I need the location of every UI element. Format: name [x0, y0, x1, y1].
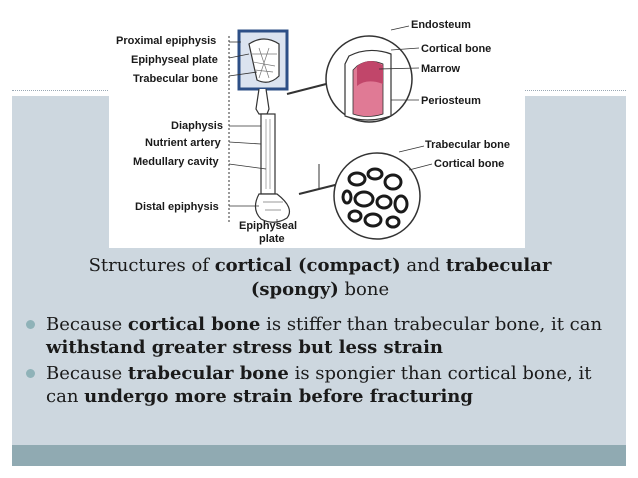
bullet-1-bold-2: withstand greater stress but less strain	[46, 337, 444, 358]
bone-structure-diagram: Proximal epiphysis Epiphyseal plate Trab…	[109, 14, 525, 248]
label-diaphysis: Diaphysis	[171, 120, 223, 132]
bullet-item-trabecular: Because trabecular bone is spongier than…	[26, 362, 626, 408]
leader-cortical-top	[390, 47, 420, 51]
leader-trabecular-right	[398, 145, 425, 153]
long-bone-illustration	[228, 29, 340, 226]
leader-medullary	[228, 163, 267, 170]
caption-text-2: and	[400, 255, 446, 276]
label-trabecular-bone-right: Trabecular bone	[425, 139, 510, 151]
label-medullary-cavity: Medullary cavity	[133, 156, 219, 168]
diaphysis-shaft	[260, 113, 276, 195]
bone-diagram-svg: Proximal epiphysis Epiphyseal plate Trab…	[116, 19, 510, 245]
distal-epiphysis-shape	[254, 193, 290, 223]
caption-bold-trabecular: trabecular	[445, 255, 552, 276]
cortical-detail-circle	[325, 25, 420, 123]
leader-endosteum	[390, 25, 410, 31]
label-distal-epiphysis: Distal epiphysis	[135, 201, 219, 213]
bone-neck	[255, 88, 270, 115]
bone-head-shape	[248, 38, 280, 83]
bullet-2-text-1: Because	[46, 363, 128, 384]
label-trabecular-bone: Trabecular bone	[133, 73, 218, 85]
caption-text-1: Structures of	[88, 255, 215, 276]
marrow-top	[357, 61, 383, 86]
label-epiphyseal-plate: Epiphyseal plate	[131, 54, 218, 66]
bullet-1-bold-1: cortical bone	[127, 314, 261, 335]
bullet-1-text-1: Because	[46, 314, 128, 335]
leader-epiphyseal	[228, 53, 250, 59]
bullet-list: Because cortical bone is stiffer than tr…	[26, 313, 626, 411]
leader-marrow	[378, 67, 420, 70]
caption-text-3: bone	[338, 279, 390, 300]
label-epiphyseal-bottom-line1: Epiphyseal	[239, 220, 297, 232]
leader-cortical-right	[408, 163, 433, 171]
label-nutrient-artery: Nutrient artery	[145, 137, 222, 149]
leader-trabecular	[228, 71, 258, 77]
caption-bold-spongy: (spongy)	[250, 279, 339, 300]
bullet-item-cortical: Because cortical bone is stiffer than tr…	[26, 313, 626, 359]
arrow-to-trabecular-detail	[298, 183, 340, 195]
spongy-pattern	[341, 167, 409, 229]
bullet-2-text-2: is spongier than cortical bone, it can	[46, 363, 592, 407]
bullet-dot-icon	[26, 369, 35, 378]
bullet-2-bold-2: undergo more strain before fracturing	[84, 386, 473, 407]
bullet-1-text-2: is stiffer than trabecular bone, it can	[260, 314, 603, 335]
label-endosteum: Endosteum	[411, 19, 471, 31]
bullet-2-bold-1: trabecular bone	[127, 363, 289, 384]
label-proximal-epiphysis: Proximal epiphysis	[116, 35, 216, 47]
leader-nutrient	[228, 141, 262, 145]
label-epiphyseal-bottom-line2: plate	[259, 233, 285, 245]
distal-trabecular-pattern	[263, 201, 283, 211]
label-cortical-bone-right: Cortical bone	[434, 158, 504, 170]
trabecular-pattern	[251, 47, 277, 79]
label-marrow: Marrow	[421, 63, 461, 75]
label-cortical-bone-top: Cortical bone	[421, 43, 491, 55]
diagram-caption: Structures of cortical (compact) and tra…	[40, 254, 600, 302]
bullet-dot-icon	[26, 320, 35, 329]
caption-bold-cortical: cortical (compact)	[214, 255, 401, 276]
trabecular-detail-circle	[333, 145, 433, 240]
label-periosteum: Periosteum	[421, 95, 481, 107]
footer-bar	[12, 445, 626, 466]
